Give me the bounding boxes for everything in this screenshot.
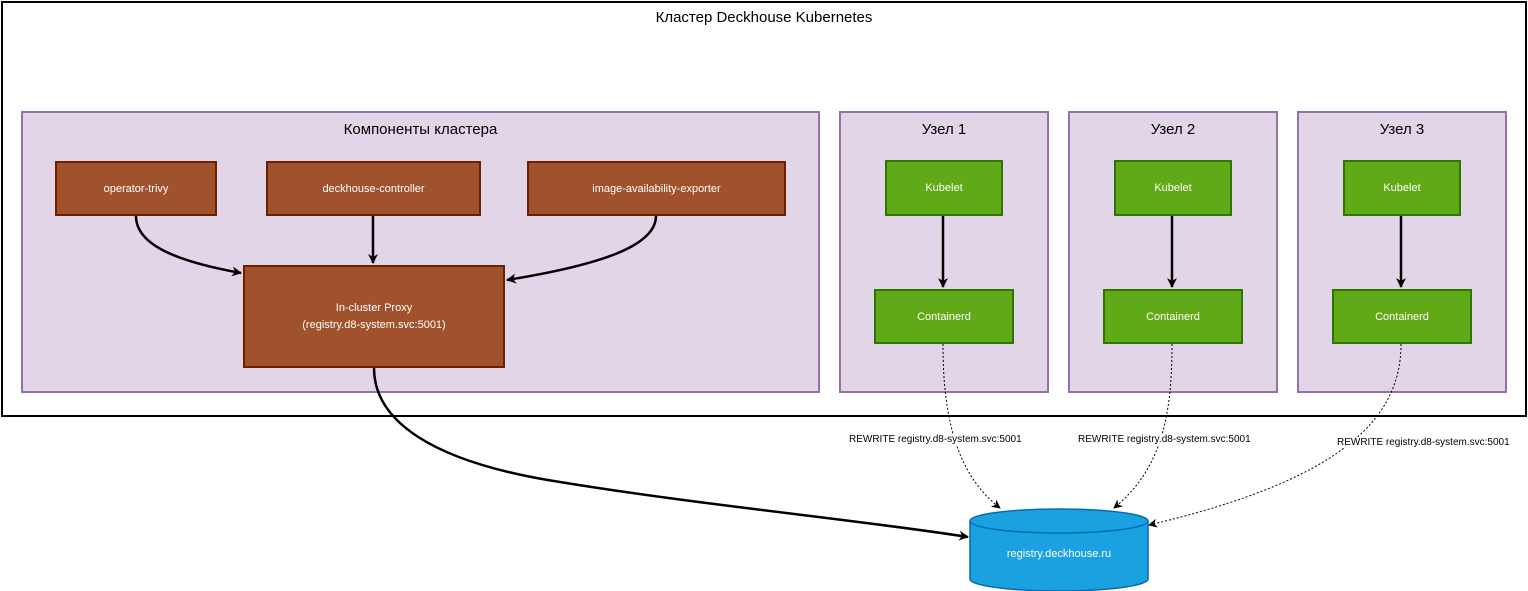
edge-containerd1-to-registry [942, 343, 1001, 509]
rewrite-label-3: REWRITE registry.d8-system.svc:5001 [1337, 437, 1510, 448]
deckhouse-controller-box: deckhouse-controller [266, 161, 481, 216]
in-cluster-proxy-box: In-cluster Proxy (registry.d8-system.svc… [243, 265, 505, 368]
edge-proxy-to-registry [372, 367, 969, 541]
kubelet-label-2: Kubelet [1154, 182, 1192, 194]
kubelet-box-1: Kubelet [885, 160, 1003, 216]
cluster-title: Кластер Deckhouse Kubernetes [655, 9, 873, 26]
node-title-2: Узел 2 [1150, 121, 1196, 138]
containerd-box-1: Containerd [874, 289, 1014, 344]
operator-trivy-label: operator-trivy [103, 182, 169, 195]
containerd-label-3: Containerd [1375, 310, 1429, 323]
node-title-3: Узел 3 [1379, 121, 1425, 138]
components-group-title: Компоненты кластера [343, 121, 498, 138]
kubelet-box-3: Kubelet [1343, 160, 1461, 216]
rewrite-label-1: REWRITE registry.d8-system.svc:5001 [849, 434, 1022, 445]
edge-containerd2-to-registry [1113, 343, 1173, 509]
kubelet-box-2: Kubelet [1114, 160, 1232, 216]
containerd-box-3: Containerd [1332, 289, 1472, 344]
image-exporter-box: image-availability-exporter [527, 161, 786, 216]
proxy-address: (registry.d8-system.svc:5001) [302, 318, 446, 331]
containerd-box-2: Containerd [1103, 289, 1243, 344]
rewrite-label-2: REWRITE registry.d8-system.svc:5001 [1078, 434, 1251, 445]
registry-label: registry.deckhouse.ru [1006, 548, 1112, 560]
operator-trivy-box: operator-trivy [55, 161, 217, 216]
containerd-label-1: Containerd [917, 310, 971, 323]
deckhouse-controller-label: deckhouse-controller [322, 182, 425, 195]
node-title-1: Узел 1 [921, 121, 967, 138]
kubelet-label-3: Kubelet [1383, 182, 1421, 194]
registry-cylinder [969, 508, 1149, 591]
image-exporter-label: image-availability-exporter [592, 182, 721, 195]
edge-trivy-to-proxy [134, 215, 242, 277]
proxy-title: In-cluster Proxy [335, 301, 413, 314]
edge-exporter-to-proxy [506, 215, 658, 284]
containerd-label-2: Containerd [1146, 310, 1200, 323]
kubelet-label-1: Kubelet [925, 182, 963, 194]
